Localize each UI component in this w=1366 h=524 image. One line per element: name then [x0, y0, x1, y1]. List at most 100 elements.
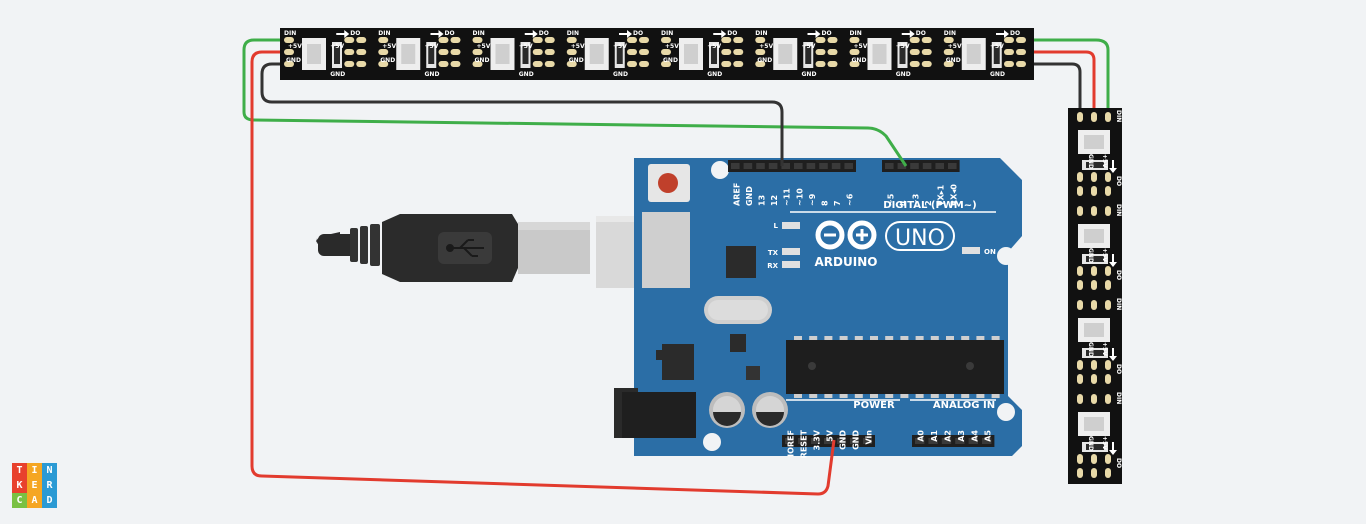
pin-label: A2	[944, 430, 953, 442]
header-pin[interactable]	[731, 163, 740, 169]
mount-hole	[711, 161, 729, 179]
pin-label: ~9	[808, 193, 817, 206]
led-strip-vertical[interactable]: DIN+5VDOGNDDIN+5VDOGNDDIN+5VDOGNDDIN+5VD…	[1068, 108, 1122, 484]
pin-label: ~10	[795, 188, 804, 206]
header-pin[interactable]	[897, 163, 907, 169]
strip-label-din: DIN	[850, 30, 862, 37]
header-pin[interactable]	[850, 438, 859, 444]
header-pin[interactable]	[928, 438, 938, 444]
header-pin[interactable]	[756, 163, 765, 169]
strip-label-do: DO	[1115, 176, 1122, 186]
strip-label-5v: +5V	[948, 43, 962, 50]
digital-label: DIGITAL (PWM~)	[883, 200, 976, 211]
header-pin[interactable]	[863, 438, 872, 444]
arrow-right-icon	[619, 30, 632, 38]
arrow-right-icon	[336, 30, 350, 38]
wire-green-data[interactable]	[242, 38, 908, 167]
logo-letter: T	[12, 463, 27, 478]
strip-label-5v: +5V	[571, 43, 585, 50]
header-pin[interactable]	[982, 438, 992, 444]
pin-label: GND	[852, 430, 861, 450]
usb-port	[642, 212, 690, 288]
header-pin[interactable]	[806, 163, 816, 169]
strip-label-din: DIN	[1115, 298, 1122, 310]
usb-cable[interactable]	[316, 214, 688, 288]
pin-label: 3.3V	[813, 429, 822, 450]
arrow-down-icon	[1109, 348, 1117, 361]
wire-red-strip-link[interactable]	[1034, 50, 1096, 108]
pin-label: 12	[770, 195, 779, 206]
strip-label-5v: +5V	[896, 43, 910, 50]
wire-black-strip-link[interactable]	[1034, 62, 1082, 108]
header-pin[interactable]	[831, 163, 841, 169]
arrow-right-icon	[524, 30, 538, 38]
strip-label-do: DO	[916, 30, 926, 37]
reset-button[interactable]	[648, 164, 690, 202]
wire-green-strip-link[interactable]	[1034, 38, 1110, 108]
logo-letter: A	[27, 493, 42, 508]
arduino-board[interactable]: ARDUINO UNO L TX RX ON DIGITAL (PWM~) PO…	[614, 158, 1022, 458]
logo-letter: E	[27, 478, 42, 493]
led-tx	[782, 248, 800, 255]
pin-label: ~3	[912, 194, 921, 206]
strip-label-5v: +5V	[477, 43, 491, 50]
header-pin[interactable]	[837, 438, 846, 444]
header-pin[interactable]	[819, 163, 828, 169]
arrow-down-icon	[1109, 254, 1117, 267]
header-pin[interactable]	[935, 163, 944, 169]
strip-label-gnd: GND	[663, 57, 678, 64]
pin-label: GND	[745, 186, 754, 206]
header-pin[interactable]	[941, 438, 952, 444]
strip-label-din: DIN	[284, 30, 296, 37]
header-pin[interactable]	[824, 438, 833, 444]
strip-label-5v: +5V	[707, 43, 721, 50]
microcontroller-chip	[786, 340, 1004, 394]
pin-label: GND	[839, 430, 848, 450]
led-l	[782, 222, 800, 229]
analog-label: ANALOG IN	[933, 400, 995, 411]
header-pin[interactable]	[885, 163, 894, 169]
wire-black-ground[interactable]	[260, 62, 784, 166]
arrow-right-icon	[430, 30, 444, 38]
strip-label-gnd: GND	[569, 57, 584, 64]
header-pin[interactable]	[743, 163, 753, 169]
header-pin[interactable]	[915, 438, 925, 444]
strip-label-din: DIN	[944, 30, 956, 37]
header-pin[interactable]	[781, 163, 790, 169]
power-jack[interactable]	[614, 388, 696, 438]
strip-label-din: DIN	[378, 30, 390, 37]
wire-red-power[interactable]	[250, 50, 836, 496]
pin-label: IOREF	[787, 430, 796, 457]
strip-label-5v: +5V	[330, 43, 344, 50]
header-pin[interactable]	[844, 163, 853, 169]
header-pin[interactable]	[794, 163, 803, 169]
header-pin[interactable]	[910, 163, 919, 169]
model-text: UNO	[895, 226, 945, 251]
header-pin[interactable]	[785, 438, 794, 444]
logo-letter: D	[42, 493, 57, 508]
strip-label-din: DIN	[661, 30, 673, 37]
strip-label-5v: +5V	[665, 43, 679, 50]
header-pin[interactable]	[948, 163, 957, 169]
header-pin[interactable]	[968, 438, 978, 444]
strip-label-5v: +5V	[759, 43, 773, 50]
header-pin[interactable]	[768, 163, 778, 169]
pin-label: 4	[899, 200, 908, 206]
header-pin[interactable]	[955, 438, 965, 444]
mount-hole	[997, 247, 1015, 265]
arrow-down-icon	[1109, 442, 1117, 455]
header-pin[interactable]	[922, 163, 932, 169]
header-pin[interactable]	[811, 438, 820, 444]
strip-label-5v: +5V	[382, 43, 396, 50]
header-pin[interactable]	[798, 438, 807, 444]
